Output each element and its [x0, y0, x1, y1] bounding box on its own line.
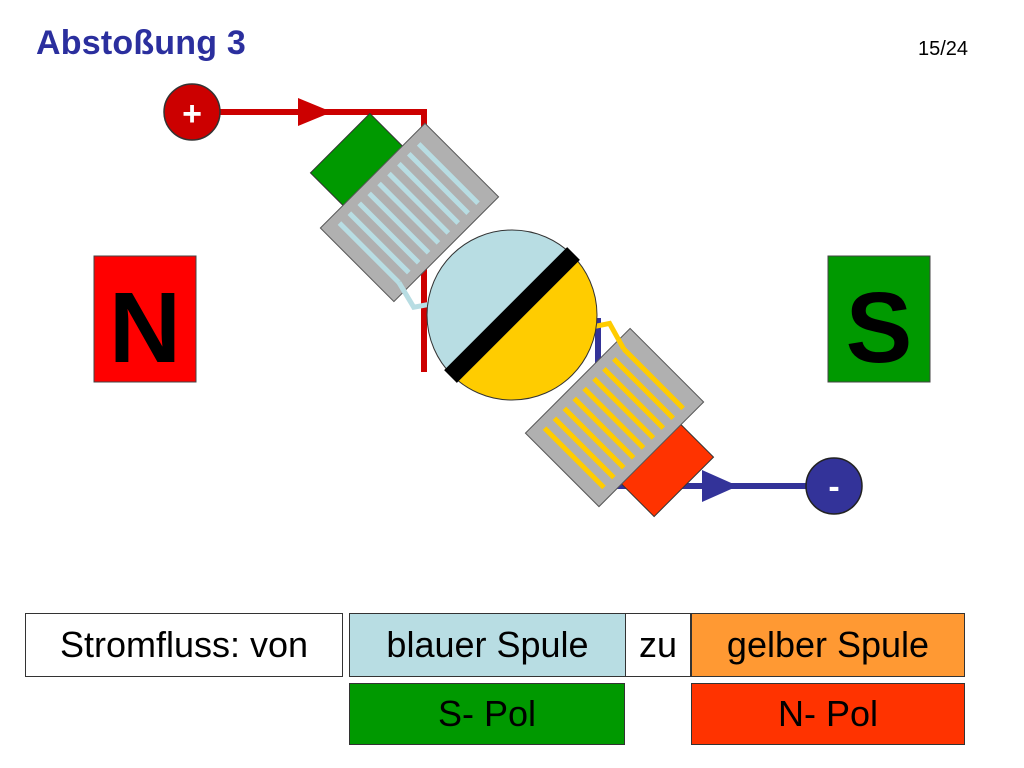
- n-pole-label: N- Pol: [691, 683, 965, 745]
- s-pole-label: S- Pol: [349, 683, 625, 745]
- motor-diagram: N S: [93, 83, 931, 518]
- yellow-coil: [524, 320, 705, 508]
- yellow-coil-label: gelber Spule: [691, 613, 965, 677]
- commutator: [426, 229, 598, 401]
- current-flow-label: Stromfluss: von: [25, 613, 343, 677]
- positive-terminal: +: [163, 83, 221, 141]
- positive-wire: [194, 109, 427, 372]
- page-number: 15/24: [918, 38, 969, 60]
- positive-arrow-icon: [298, 98, 332, 126]
- south-label: S: [846, 272, 913, 384]
- plus-label: +: [182, 95, 202, 133]
- connector-label: zu: [625, 613, 691, 677]
- rotor: [309, 112, 715, 518]
- south-magnet: S: [827, 255, 931, 384]
- slide-title: Abstoßung 3: [36, 24, 246, 62]
- blue-coil-label: blauer Spule: [349, 613, 625, 677]
- north-label: N: [109, 272, 181, 384]
- blue-coil: [319, 122, 500, 310]
- negative-arrow-icon: [702, 470, 738, 502]
- north-magnet: N: [93, 255, 197, 384]
- minus-label: -: [828, 468, 839, 506]
- negative-terminal: -: [805, 457, 863, 515]
